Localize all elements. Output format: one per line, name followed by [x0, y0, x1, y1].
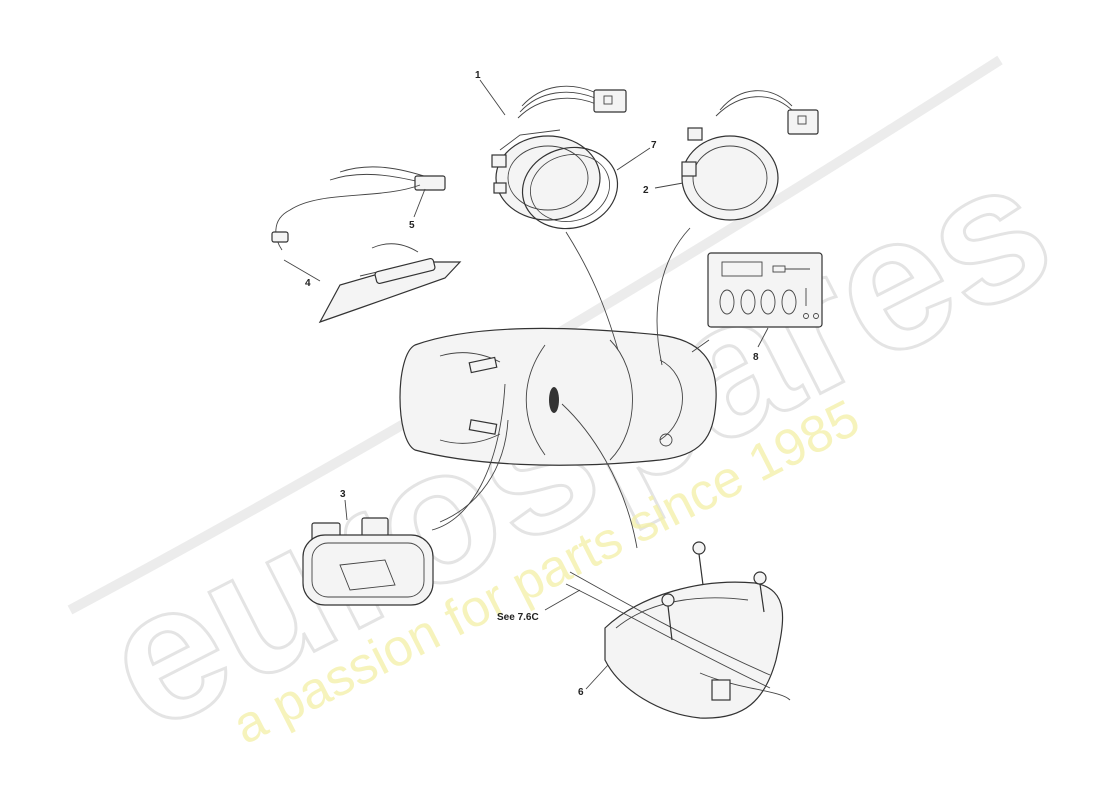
part-6-rear-lamp-assembly: [565, 541, 791, 719]
part-7-lamp-gasket: [521, 146, 619, 230]
callout-7: 7: [651, 140, 657, 151]
reference-note: See 7.6C: [497, 612, 539, 623]
callout-3: 3: [340, 489, 346, 500]
callout-2: 2: [643, 185, 649, 196]
part-2-side-lamp: [681, 90, 819, 221]
callout-4: 4: [305, 278, 311, 289]
part-3-side-repeater: [302, 517, 434, 606]
callout-1: 1: [475, 70, 481, 81]
screw-group: [661, 541, 767, 641]
callout-labels: 1 2 3 4 5 6 7 8 See 7.6C: [305, 70, 759, 698]
part-1-side-lamp: [491, 85, 627, 221]
callout-8: 8: [753, 352, 759, 363]
leader-lines: [283, 79, 769, 690]
callout-6: 6: [578, 687, 584, 698]
part-4-5-harness-bracket: [271, 166, 462, 324]
callout-5: 5: [409, 220, 415, 231]
car-top-view: [399, 327, 717, 466]
part-8-bulb-kit: [707, 252, 823, 328]
